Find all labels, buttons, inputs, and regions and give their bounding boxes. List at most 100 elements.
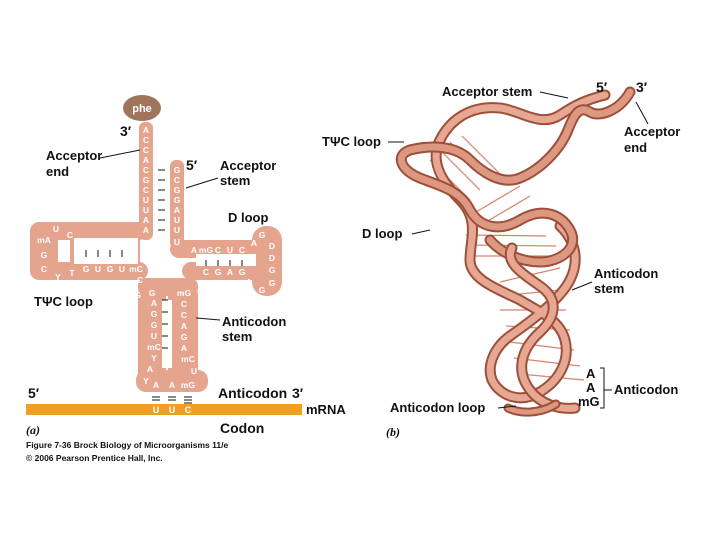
junction-bases: U mG C <box>121 275 143 300</box>
base: U <box>121 282 127 292</box>
mrna-strand <box>26 404 302 415</box>
anticodon-bracket <box>600 367 605 409</box>
base: A <box>246 277 252 287</box>
tpsic-arm-bases: C A C A G G U G U mC U C mA G C Y T <box>37 224 143 282</box>
base: G <box>83 264 90 274</box>
acceptor-3prime-strand: A C C A C G C U U A A <box>143 125 150 235</box>
acceptor-stem-strands <box>139 122 184 248</box>
tpsic-loop-label: TΨC loop <box>34 294 93 309</box>
mrna-label: mRNA <box>306 402 346 417</box>
end-3prime-label: 3′ <box>120 123 132 139</box>
d-loop-label-b: D loop <box>362 226 402 241</box>
d-loop-leader-b <box>411 229 431 235</box>
base: C <box>181 310 187 320</box>
base: D <box>269 253 275 263</box>
anticodon-arm-bases: G A G G U mC Y A Y mG C C A G A mC U <box>143 288 197 386</box>
codon-base: C <box>185 405 192 415</box>
acceptor-stem-label-b: Acceptor stem <box>442 84 532 99</box>
base: A <box>143 155 149 165</box>
anticodon-base: A <box>169 380 175 390</box>
phe-amino-acid <box>123 95 161 121</box>
anticodon-base: A <box>153 380 159 390</box>
base: A <box>119 237 125 247</box>
base: U <box>119 264 125 274</box>
base: U <box>227 245 233 255</box>
base: mC <box>147 342 161 352</box>
base: A <box>143 125 149 135</box>
panel-a-letter: (a) <box>26 423 40 437</box>
base: G <box>259 285 266 295</box>
cloverleaf-structure: phe <box>26 95 302 415</box>
base: A <box>191 245 197 255</box>
caption-line1: Figure 7-36 Brock Biology of Microorgani… <box>26 440 228 450</box>
base: C <box>203 267 209 277</box>
base: mG <box>177 288 192 298</box>
base: C <box>143 135 149 145</box>
acceptor-end-b-line2: end <box>624 140 647 155</box>
base: A <box>143 225 149 235</box>
d-arm-shape <box>170 226 282 296</box>
end-3prime-label-b: 3′ <box>636 79 648 95</box>
d-arm-bases: A mG C U C C G A G G A D D G G G A <box>191 230 276 295</box>
phe-label: phe <box>132 103 152 115</box>
panel-b-labels: Acceptor stem 5′ 3′ TΨC loop Acceptor en… <box>322 79 684 439</box>
anticodon-base: mG <box>181 380 196 390</box>
base: Y <box>143 376 149 386</box>
acceptor-stem-leader <box>185 177 219 189</box>
base: C <box>41 264 47 274</box>
base: mG <box>199 245 214 255</box>
base: G <box>174 195 181 205</box>
base: G <box>151 309 158 319</box>
anticodon-bases-b: A A mG <box>578 366 600 409</box>
base: U <box>191 366 197 376</box>
anticodon-stem-b-line2: stem <box>594 281 624 296</box>
base: G <box>41 250 48 260</box>
base: A <box>143 215 149 225</box>
anticodon-stem-b-line1: Anticodon <box>594 266 658 281</box>
base: U <box>151 331 157 341</box>
base: U <box>174 237 180 247</box>
base: A <box>227 267 233 277</box>
anticodon-triplet: A A mG <box>153 380 196 390</box>
base: A <box>95 237 101 247</box>
base: U <box>95 264 101 274</box>
base: U <box>174 225 180 235</box>
panel-a-labels: 3′ 5′ Acceptor end Acceptor stem D loop … <box>26 123 346 437</box>
base: G <box>151 320 158 330</box>
anticodon-arm-shape <box>136 278 208 392</box>
base: C <box>215 245 221 255</box>
acceptor-end-label-b: Acceptor end <box>624 124 684 155</box>
mrna-3prime-label: 3′ <box>292 385 304 401</box>
acceptor-stem-leader-b <box>539 91 569 99</box>
end-5prime-label-b: 5′ <box>596 79 608 95</box>
base: A <box>174 205 180 215</box>
anticodon-stem-line2: stem <box>222 329 252 344</box>
base: C <box>107 237 113 247</box>
base: G <box>174 165 181 175</box>
anticodon-label: Anticodon <box>218 385 287 401</box>
codon-triplet: U U C <box>153 405 192 415</box>
acceptor-stem-line2: stem <box>220 173 250 188</box>
base: G <box>215 267 222 277</box>
base: C <box>137 275 143 285</box>
base: D <box>269 241 275 251</box>
base: C <box>181 299 187 309</box>
panel-b-letter: (b) <box>386 425 400 439</box>
base: C <box>174 175 180 185</box>
base: mA <box>37 235 51 245</box>
base: C <box>143 145 149 155</box>
base: U <box>53 224 59 234</box>
base: A <box>181 321 187 331</box>
acceptor-5prime-strand: G C G G A U U U <box>174 165 181 247</box>
trna-3d-ribbon <box>395 86 636 417</box>
acceptor-end-line2: end <box>46 164 69 179</box>
anticodon-base-b: A <box>586 380 596 395</box>
base: C <box>143 165 149 175</box>
base: U <box>174 215 180 225</box>
base: C <box>143 185 149 195</box>
anticodon-stem-leader-b <box>571 281 593 291</box>
codon-label: Codon <box>220 420 264 436</box>
base: Y <box>151 353 157 363</box>
figure-caption: Figure 7-36 Brock Biology of Microorgani… <box>26 440 228 463</box>
acceptor-end-leader-b <box>635 101 649 125</box>
